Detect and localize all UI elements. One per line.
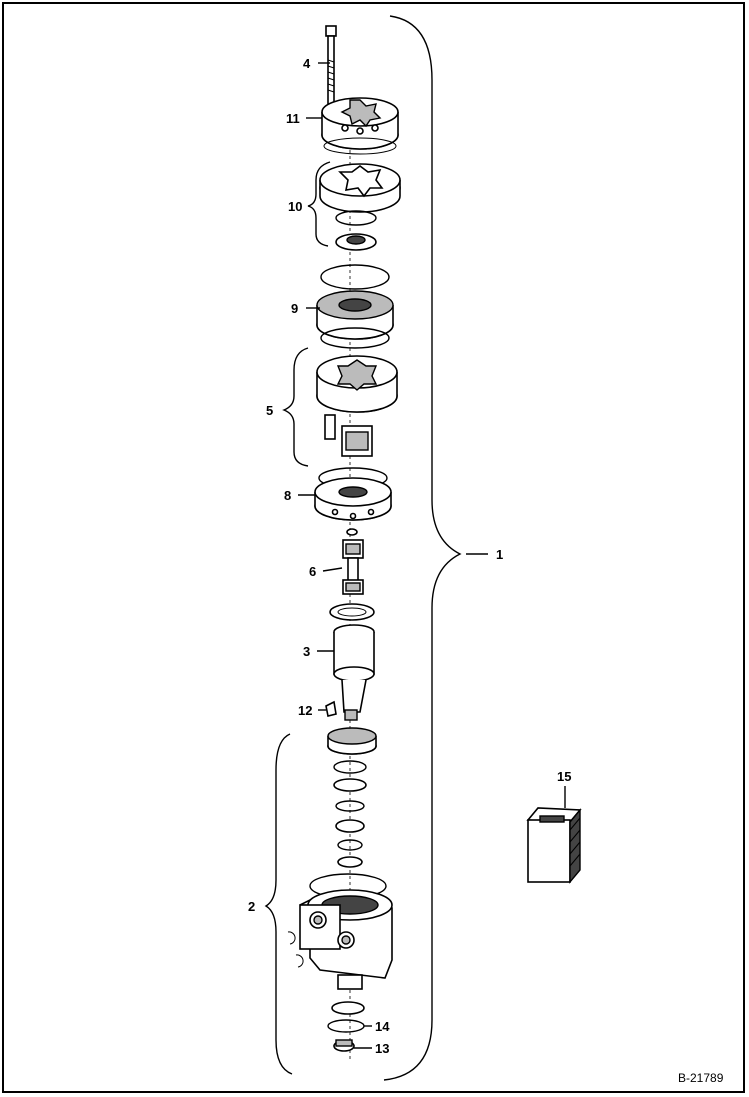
part-2-main-housing (287, 873, 393, 979)
callout-8: 8 (284, 488, 291, 503)
callout-4: 4 (303, 56, 311, 71)
part-10-manifold (319, 163, 401, 251)
part-5-housing (316, 355, 398, 457)
bracket-part-2 (264, 733, 293, 1075)
callout-13: 13 (375, 1041, 389, 1056)
callout-3: 3 (303, 644, 310, 659)
part-11-end-cap (321, 97, 399, 155)
callout-15: 15 (557, 769, 571, 784)
callout-2: 2 (248, 899, 255, 914)
lower-seals (327, 974, 365, 1052)
bracket-part-5 (282, 347, 309, 467)
bracket-part-10 (307, 161, 331, 247)
leader-6 (322, 567, 343, 572)
drawing-reference: B-21789 (678, 1071, 724, 1085)
part-4-bolt (325, 25, 337, 105)
callout-9: 9 (291, 301, 298, 316)
part-6-drive-link (342, 528, 364, 595)
bracket-part-1 (383, 15, 462, 1081)
callout-6: 6 (309, 564, 316, 579)
part-3-output-shaft (333, 624, 375, 721)
callout-14: 14 (375, 1019, 390, 1034)
callout-5: 5 (266, 403, 273, 418)
callout-12: 12 (298, 703, 312, 718)
bearing-stack (327, 727, 377, 868)
part-9-gerotor (316, 264, 394, 349)
part-12-key (325, 700, 337, 717)
callout-11: 11 (286, 111, 300, 126)
retaining-ring (329, 603, 375, 621)
callout-10: 10 (288, 199, 302, 214)
callout-1: 1 (496, 547, 503, 562)
part-15-seal-kit-box (526, 786, 582, 884)
part-8-wear-plate (314, 467, 392, 521)
